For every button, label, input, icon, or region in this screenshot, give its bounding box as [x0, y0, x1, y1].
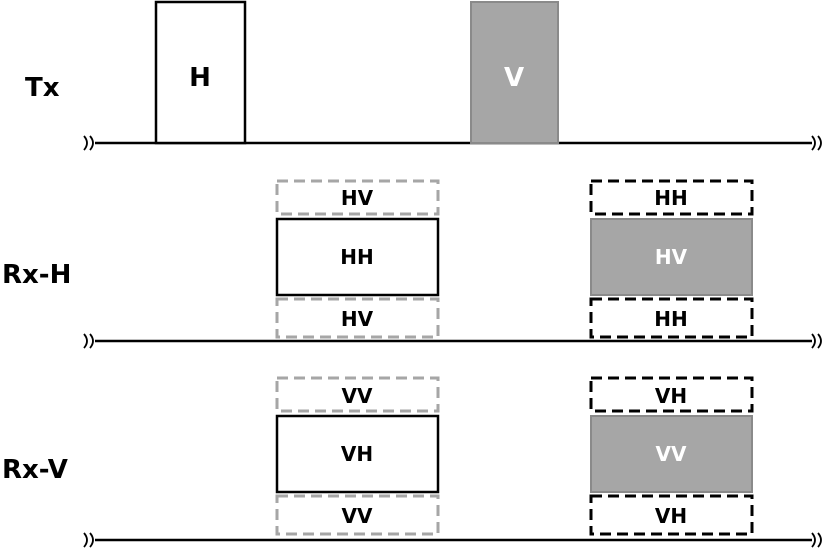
rx-h-left-bottom-label: HV [341, 307, 374, 331]
rx-h-row: HV HH HV HH HV HH [83, 179, 822, 349]
axis-break-icon [83, 532, 94, 548]
rx-h-right-top-box [589, 179, 754, 216]
rx-h-left-main-box [275, 217, 440, 297]
tx-row: H V [83, 0, 822, 151]
axis-break-icon [811, 532, 822, 548]
axis-break-icon [83, 333, 94, 349]
rx-v-left-top-box [275, 376, 440, 413]
row-label-rx-h: Rx-H [2, 260, 71, 290]
rx-h-right-bottom-label: HH [654, 307, 687, 331]
rx-v-left-main-label: VH [341, 442, 373, 466]
tx-pulse-v-label: V [504, 63, 524, 93]
tx-pulse-h [154, 0, 247, 145]
rx-h-left-bottom-box [275, 297, 440, 339]
rx-v-right-bottom-label: VH [655, 504, 687, 528]
rx-v-left-main-box [275, 414, 440, 494]
row-label-tx: Tx [25, 73, 60, 103]
rx-v-right-main-label: VV [656, 442, 687, 466]
rx-h-right-main-box [590, 218, 753, 296]
rx-h-right-bottom-box [589, 297, 754, 339]
rx-h-right-top-label: HH [654, 186, 687, 210]
rx-v-right-top-label: VH [655, 384, 687, 408]
rx-v-row: VV VH VV VH VV VH [83, 376, 822, 548]
rx-v-right-bottom-box [589, 494, 754, 536]
rx-h-left-top-label: HV [341, 186, 374, 210]
row-label-rx-v: Rx-V [2, 455, 68, 485]
rx-h-right-main-label: HV [655, 245, 688, 269]
rx-v-left-bottom-label: VV [342, 504, 373, 528]
tx-pulse-v [470, 1, 559, 144]
rx-v-right-top-box [589, 376, 754, 413]
rx-v-left-top-label: VV [342, 384, 373, 408]
tx-pulse-h-label: H [189, 63, 211, 93]
axis-break-icon [811, 135, 822, 151]
rx-h-left-main-label: HH [340, 245, 373, 269]
rx-v-right-main-box [590, 415, 753, 493]
axis-break-icon [83, 135, 94, 151]
axis-break-icon [811, 333, 822, 349]
rx-h-left-top-box [275, 179, 440, 216]
rx-v-left-bottom-box [275, 494, 440, 536]
